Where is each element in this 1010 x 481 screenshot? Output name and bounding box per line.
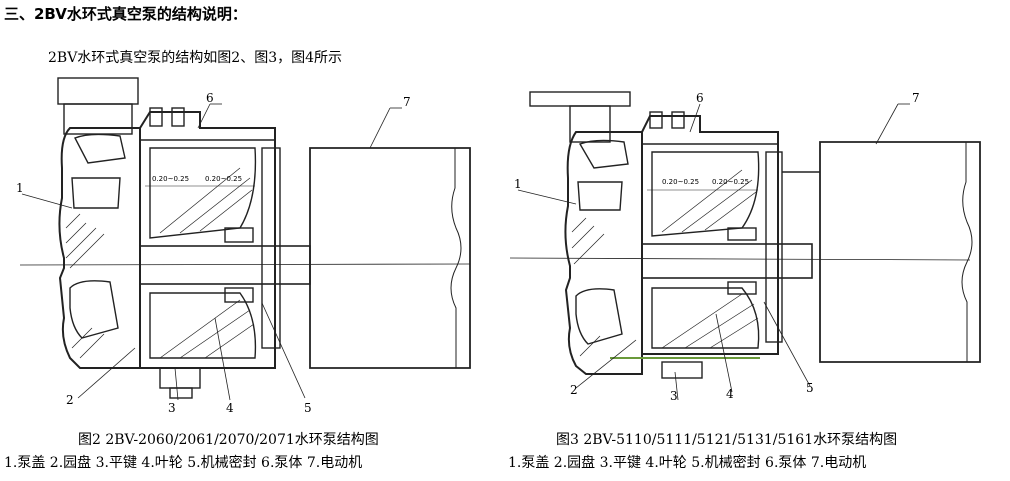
callout-3: 3 [670, 389, 678, 403]
callout-5: 5 [304, 401, 312, 415]
dimension-label: 0.20~0.25 [152, 175, 189, 183]
callout-6: 6 [206, 91, 214, 105]
figure-2-legend: 1.泵盖 2.园盘 3.平键 4.叶轮 5.机械密封 6.泵体 7.电动机 [4, 455, 363, 471]
callout-1: 1 [16, 181, 24, 195]
intro-text: 2BV水环式真空泵的结构如图2、图3，图4所示 [48, 50, 343, 66]
callout-4: 4 [726, 387, 734, 401]
callout-2: 2 [570, 383, 578, 397]
callout-7: 7 [403, 95, 411, 109]
figure-2-caption: 图2 2BV-2060/2061/2070/2071水环泵结构图 [78, 432, 379, 448]
figure-3-legend: 1.泵盖 2.园盘 3.平键 4.叶轮 5.机械密封 6.泵体 7.电动机 [508, 455, 867, 471]
callout-4: 4 [226, 401, 234, 415]
figure-2-drawing: 0.20~0.25 0.20~0.25 1 2 3 4 5 6 7 [0, 68, 490, 418]
callout-3: 3 [168, 401, 176, 415]
callout-2: 2 [66, 393, 74, 407]
callout-5: 5 [806, 381, 814, 395]
dimension-label: 0.20~0.25 [205, 175, 242, 183]
callout-6: 6 [696, 91, 704, 105]
callout-1: 1 [514, 177, 522, 191]
callout-7: 7 [912, 91, 920, 105]
section-heading: 三、2BV水环式真空泵的结构说明： [4, 5, 247, 23]
dimension-label: 0.20~0.25 [662, 178, 699, 186]
figure-3-drawing: 0.20~0.25 0.20~0.25 1 2 3 4 5 6 7 [510, 82, 1000, 412]
dimension-label: 0.20~0.25 [712, 178, 749, 186]
figure-3-caption: 图3 2BV-5110/5111/5121/5131/5161水环泵结构图 [556, 432, 898, 448]
